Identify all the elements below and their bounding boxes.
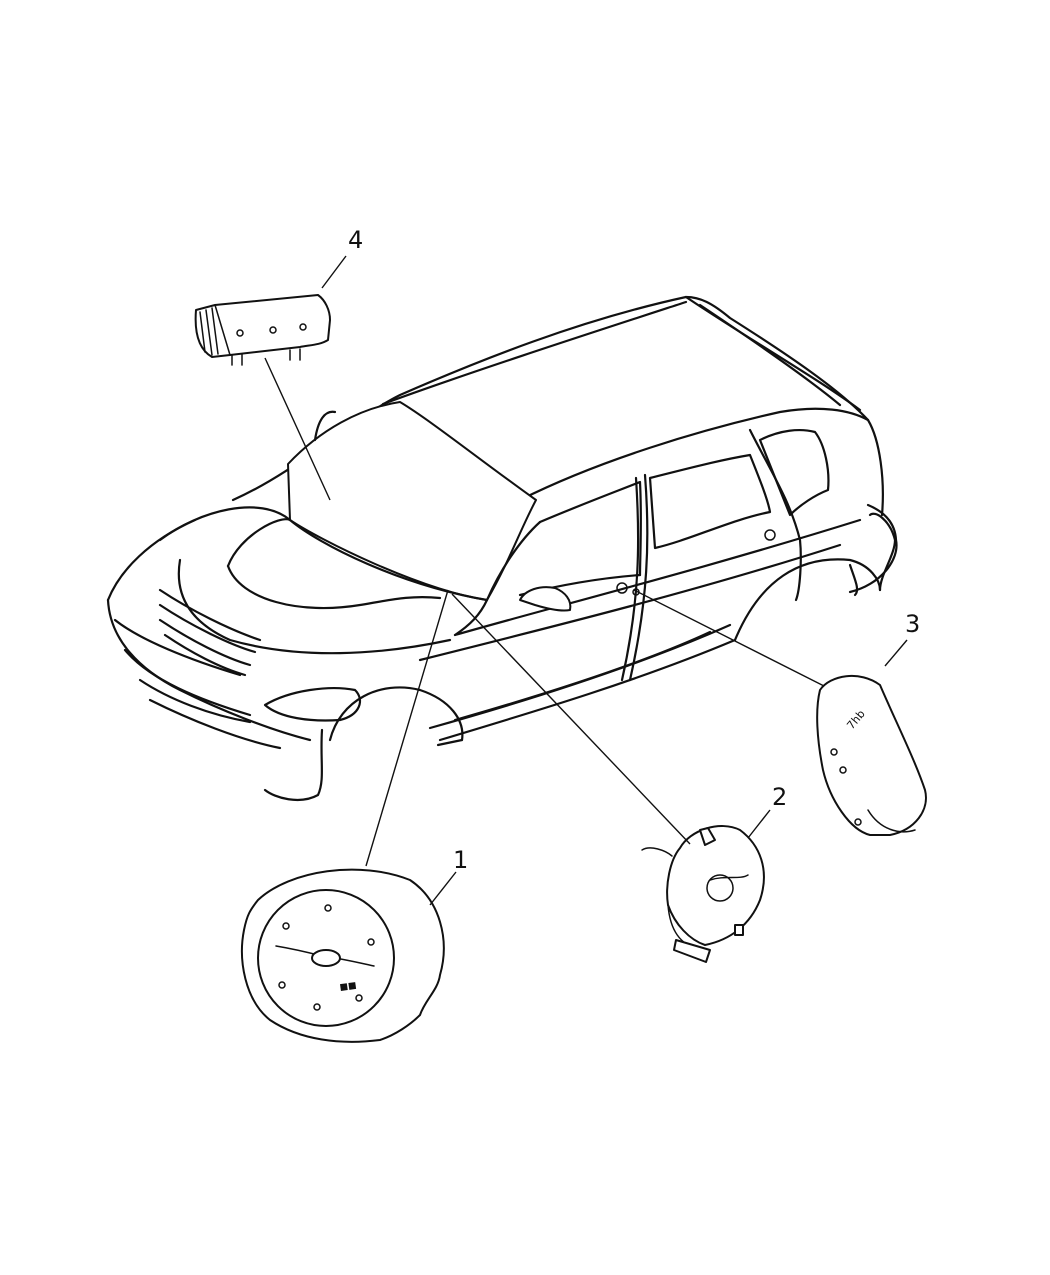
svg-text:■■: ■■	[339, 981, 357, 993]
vehicle-illustration	[106, 295, 898, 802]
passenger-airbag-module	[194, 294, 331, 366]
callout-number-2: 2	[772, 783, 787, 811]
side-airbag-module: 7hb	[816, 674, 927, 836]
driver-airbag-module: ■■	[241, 868, 445, 1043]
leader-lines	[264, 255, 908, 906]
callout-number-3: 3	[905, 610, 920, 638]
clockspring-module	[641, 825, 765, 963]
callout-number-4: 4	[348, 226, 363, 254]
callout-number-1: 1	[453, 846, 468, 874]
